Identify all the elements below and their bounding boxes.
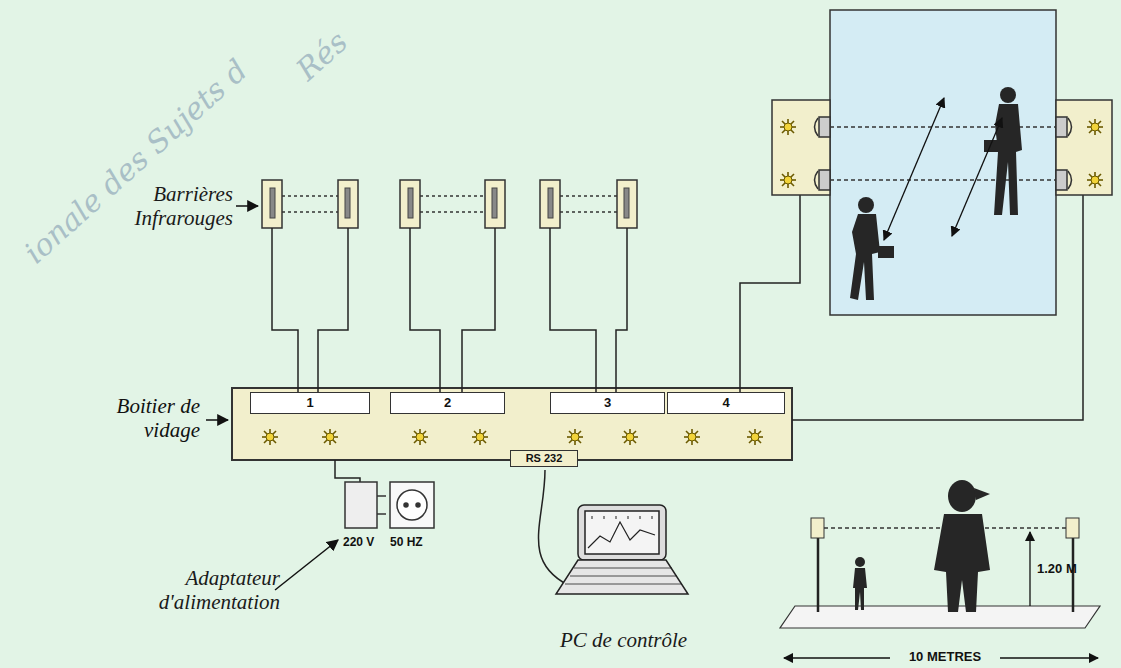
door-passage: [830, 10, 1056, 315]
watermark: ionale des Sujets d: [18, 53, 254, 271]
channel-slot: 1: [250, 392, 370, 414]
box-title: Boitier de vidage: [90, 394, 200, 442]
callout-label: Adaptateur d'alimentation: [130, 566, 280, 614]
power-adapter: [345, 482, 434, 528]
sensor-lenses: [270, 188, 629, 218]
emptying-box: Boitier de vidage1234RS 232: [232, 388, 792, 460]
channel-number: 2: [444, 396, 451, 411]
channel-slot: 2: [390, 392, 505, 414]
channel-slot: 3: [550, 392, 665, 414]
dimension-label: 50 HZ: [390, 536, 440, 550]
door-barrier-brackets: [772, 100, 1112, 195]
channel-number: 4: [722, 396, 729, 411]
watermark: Rés: [290, 25, 355, 88]
height-scene: [780, 480, 1100, 658]
port-label: RS 232: [526, 452, 563, 465]
channel-slot: 4: [667, 392, 785, 414]
infrared-barriers: [262, 180, 637, 228]
dimension-label: 10 METRES: [890, 650, 1000, 665]
channel-number: 1: [306, 396, 313, 411]
control-pc: [556, 505, 688, 594]
callout-label: PC de contrôle: [560, 628, 730, 652]
dimension-label: 1.20 M: [1037, 562, 1097, 577]
beams: [282, 196, 617, 212]
walking-people: [850, 87, 1022, 300]
status-lamps: [262, 429, 763, 445]
dimension-label: 220 V: [343, 536, 383, 550]
channel-number: 3: [604, 396, 611, 411]
serial-port: RS 232: [510, 450, 578, 467]
